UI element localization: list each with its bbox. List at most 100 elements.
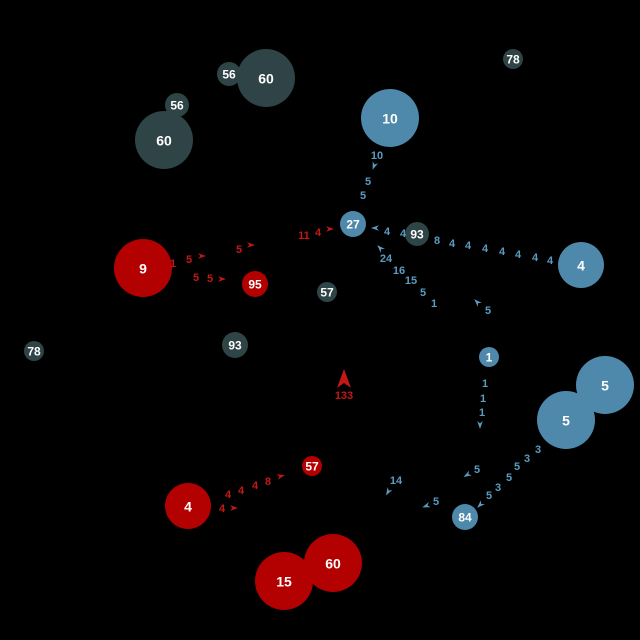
fleet-ship-count: 5 xyxy=(365,176,371,188)
planet-circle[interactable] xyxy=(242,271,268,297)
fleet-blue: 1 1 1 xyxy=(477,378,488,429)
fleet-arrow-icon xyxy=(230,505,238,511)
planet-circle[interactable] xyxy=(24,341,44,361)
planet-circle[interactable] xyxy=(255,552,313,610)
fleet-red: 133 xyxy=(335,390,353,402)
planet-blue[interactable]: 84 xyxy=(452,504,478,530)
fleet-ship-count: 4 xyxy=(482,243,489,255)
planet-ship-count: 93 xyxy=(228,339,242,353)
planet-ship-count: 27 xyxy=(346,218,360,232)
planet-ship-count: 84 xyxy=(458,511,472,525)
planet-circle[interactable] xyxy=(165,93,189,117)
planet-blue[interactable]: 5 xyxy=(576,356,634,414)
planet-circle[interactable] xyxy=(452,504,478,530)
planet-neutral[interactable]: 56 xyxy=(217,62,241,86)
planet-circle[interactable] xyxy=(479,347,499,367)
planet-ship-count: 15 xyxy=(276,574,292,590)
planet-blue[interactable]: 5 xyxy=(537,391,595,449)
planet-circle[interactable] xyxy=(340,211,366,237)
planet-ship-count: 60 xyxy=(325,556,341,572)
fleet-ship-count: 15 xyxy=(405,275,417,287)
planet-circle[interactable] xyxy=(558,242,604,288)
planet-circle[interactable] xyxy=(317,282,337,302)
planet-ship-count: 5 xyxy=(562,413,570,429)
fleet-arrow-icon xyxy=(276,474,285,480)
fleet-ship-count: 3 xyxy=(495,482,501,494)
planet-circle[interactable] xyxy=(405,222,429,246)
fleet-arrow-icon xyxy=(463,470,472,477)
fleet-arrow-icon xyxy=(372,161,378,170)
planet-blue[interactable]: 10 xyxy=(361,89,419,147)
fleet-ship-count: 5 xyxy=(485,305,491,317)
fleet-blue: 5 xyxy=(463,464,480,477)
planet-circle[interactable] xyxy=(165,483,211,529)
fleet-arrow-icon xyxy=(218,276,226,282)
fleet-ship-count: 4 xyxy=(547,255,554,267)
fleet-ship-count: 5 xyxy=(474,464,480,476)
fleet-arrow-icon xyxy=(198,253,206,259)
planet-ship-count: 93 xyxy=(410,228,424,242)
planet-ship-count: 95 xyxy=(248,278,262,292)
planet-neutral[interactable]: 60 xyxy=(237,49,295,107)
planet-circle[interactable] xyxy=(361,89,419,147)
planet-neutral[interactable]: 93 xyxy=(405,222,429,246)
planet-red[interactable]: 95 xyxy=(242,271,268,297)
fleet-arrow-icon xyxy=(477,500,485,508)
planet-circle[interactable] xyxy=(304,534,362,592)
planet-red[interactable]: 15 xyxy=(255,552,313,610)
planet-neutral[interactable]: 56 xyxy=(165,93,189,117)
planet-neutral[interactable]: 57 xyxy=(317,282,337,302)
fleet-ship-count: 5 xyxy=(236,244,242,256)
planet-red[interactable]: 57 xyxy=(302,456,322,476)
planet-circle[interactable] xyxy=(503,49,523,69)
fleet-ship-count: 4 xyxy=(252,480,259,492)
fleet-blue: 5 xyxy=(474,299,491,317)
planet-blue[interactable]: 27 xyxy=(340,211,366,237)
fleet-ship-count: 1 xyxy=(482,378,488,390)
planet-circle[interactable] xyxy=(537,391,595,449)
planet-neutral[interactable]: 78 xyxy=(503,49,523,69)
planet-ship-count: 60 xyxy=(258,71,274,87)
planet-red[interactable]: 9 xyxy=(114,239,172,297)
planet-neutral[interactable]: 60 xyxy=(135,111,193,169)
fleet-arrow-icon xyxy=(386,487,393,496)
planet-red[interactable]: 4 xyxy=(165,483,211,529)
fleet-arrow-icon xyxy=(371,225,379,231)
planet-circle[interactable] xyxy=(114,239,172,297)
planet-ship-count: 5 xyxy=(601,378,609,394)
fleet-ship-count: 5 xyxy=(486,490,492,502)
planet-ship-count: 57 xyxy=(305,460,319,474)
planet-neutral[interactable]: 78 xyxy=(24,341,44,361)
fleet-ship-count: 5 xyxy=(506,472,512,484)
fleet-ship-count: 3 xyxy=(535,444,541,456)
fleet-arrow-icon xyxy=(326,226,334,232)
planet-circle[interactable] xyxy=(302,456,322,476)
large-fleet-arrow-icon xyxy=(337,369,351,388)
fleet-ship-count: 4 xyxy=(515,249,522,261)
fleet-ship-count: 1 xyxy=(479,407,485,419)
planet-ship-count: 56 xyxy=(170,99,184,113)
planet-circle[interactable] xyxy=(576,356,634,414)
fleet-ship-count: 5 xyxy=(360,190,366,202)
planet-circle[interactable] xyxy=(217,62,241,86)
planet-neutral[interactable]: 93 xyxy=(222,332,248,358)
fleet-ship-count: 8 xyxy=(434,235,440,247)
planet-blue[interactable]: 1 xyxy=(479,347,499,367)
fleet-ship-count: 5 xyxy=(207,273,213,285)
planet-circle[interactable] xyxy=(237,49,295,107)
fleet-ship-count: 4 xyxy=(449,238,456,250)
fleet-ship-count: 4 xyxy=(384,226,391,238)
planet-circle[interactable] xyxy=(222,332,248,358)
fleet-ship-count: 10 xyxy=(371,150,383,162)
planet-blue[interactable]: 4 xyxy=(558,242,604,288)
planet-red[interactable]: 60 xyxy=(304,534,362,592)
fleet-ship-count: 1 xyxy=(480,393,486,405)
planet-circle[interactable] xyxy=(135,111,193,169)
